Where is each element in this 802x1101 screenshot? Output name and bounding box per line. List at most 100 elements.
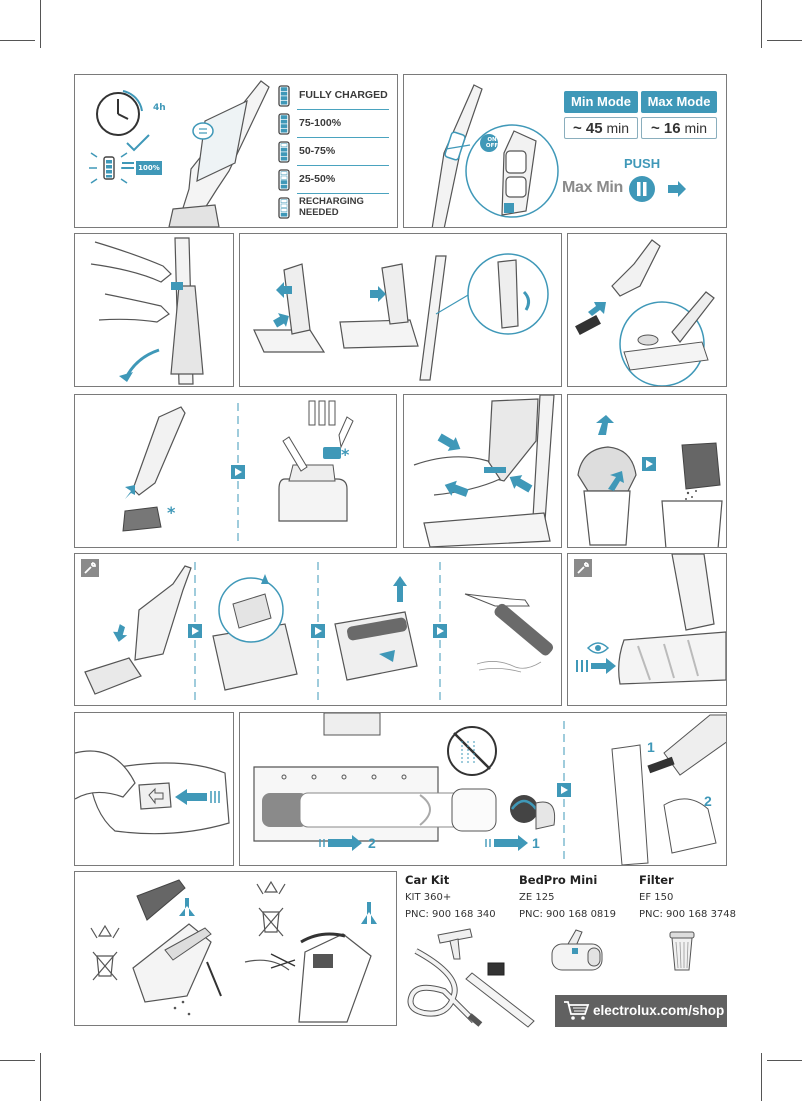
battery-segment (280, 147, 288, 152)
battery-segment (280, 180, 288, 185)
empty-bin-panel (567, 394, 727, 548)
max-mode-runtime: ~ 16 min (641, 117, 717, 139)
filter-illustration (669, 931, 695, 971)
battery-segment (280, 115, 288, 120)
max-mode-title: Max Mode (641, 91, 717, 113)
max-runtime-value: ~ 16 (650, 120, 681, 137)
push-label: PUSH (624, 156, 661, 171)
battery-level-icon (278, 197, 290, 219)
battery-legend-label: 25-50% (299, 173, 336, 185)
full-battery-indicator: 100% (136, 161, 162, 175)
docking-panel (239, 233, 562, 387)
battery-segment (280, 156, 288, 161)
nozzle-release-illustration (75, 750, 230, 835)
charge-time: 4h (153, 103, 166, 113)
zoom-circle (445, 124, 559, 218)
inspect-nozzle-panel (567, 553, 727, 706)
battery-segment (280, 199, 288, 204)
crop-mark (761, 0, 762, 48)
battery-segment (280, 119, 288, 124)
nozzle-release-panel (74, 712, 234, 866)
wrench-icon (81, 559, 99, 577)
battery-segment (280, 91, 288, 96)
step-1-label: 1 (647, 739, 655, 755)
handheld-clean-panel (567, 233, 727, 387)
legend-divider (297, 137, 389, 138)
battery-legend-label: 75-100% (299, 117, 342, 129)
accessory-title: Filter (639, 873, 674, 887)
shop-label: electrolux.com/shop (593, 1003, 725, 1018)
assembly-panel (74, 233, 234, 387)
legend-divider (297, 165, 389, 166)
car-kit-illustration (407, 928, 535, 1028)
battery-legend-row: FULLY CHARGED (271, 83, 389, 110)
dock-illustration (253, 253, 549, 381)
battery-segment (280, 96, 288, 101)
shopping-cart-icon (564, 1001, 590, 1020)
power-mode-panel: ON OFF Min Mode Max Mode ~ 45 min ~ 16 m… (403, 74, 727, 228)
min-mode-runtime: ~ 45 min (564, 117, 638, 139)
battery-segment (280, 208, 288, 213)
checkmark-icon (126, 134, 150, 152)
brushroll-wash-illustration (253, 713, 726, 865)
accessory-pnc: PNC: 900 168 3748 (639, 909, 737, 920)
battery-segment (280, 124, 288, 129)
mode-switch-label: Max Min (562, 179, 624, 196)
brushroll-steps-illustration (84, 562, 554, 702)
legend-divider (297, 109, 389, 110)
hands-attach-illustration (90, 237, 204, 385)
battery-legend-label-line: RECHARGING (299, 196, 364, 207)
min-runtime-value: ~ 45 (572, 120, 603, 137)
battery-level-icon (278, 169, 290, 191)
battery-segment (280, 171, 288, 176)
accessory-attach-panel: * * (74, 394, 397, 548)
bedpro-mini-illustration (551, 929, 603, 971)
accessory-model: EF 150 (639, 892, 674, 903)
vacuum-handle-illustration (431, 84, 483, 227)
asterisk-label: * (341, 445, 350, 464)
asterisk-label: * (167, 503, 176, 522)
battery-segment (280, 87, 288, 92)
wrench-icon (574, 559, 592, 577)
min-mode-title: Min Mode (564, 91, 638, 113)
brushroll-panel (74, 553, 562, 706)
battery-level-icon (278, 113, 290, 135)
handheld-vacuum-illustration (168, 80, 270, 227)
crop-mark (0, 1060, 35, 1061)
battery-segment (280, 203, 288, 208)
battery-segment (280, 100, 288, 105)
disposal-illustration (90, 879, 377, 1023)
battery-segment (280, 184, 288, 189)
disposal-panel (74, 871, 397, 1026)
step-2-label: 2 (704, 793, 712, 809)
accessory-title: BedPro Mini (519, 873, 598, 887)
battery-legend-row: 25-50% (271, 167, 389, 194)
accessory-pnc: PNC: 900 168 340 (405, 909, 496, 920)
battery-legend-label: 50-75% (299, 145, 336, 157)
accessory-attach-illustration (122, 400, 354, 543)
legend-divider (297, 193, 389, 194)
shop-link[interactable]: electrolux.com/shop (555, 995, 727, 1027)
battery-segment (280, 143, 288, 148)
crop-mark (40, 1053, 41, 1101)
step-1-label: 1 (532, 835, 540, 851)
crop-mark (767, 1060, 802, 1061)
battery-glow-icon (89, 152, 129, 184)
accessory-pnc: PNC: 900 168 0819 (519, 909, 617, 920)
crop-mark (40, 0, 41, 48)
battery-segment (280, 175, 288, 180)
battery-segment (280, 128, 288, 133)
accessory-model: KIT 360+ (405, 892, 452, 903)
dust-container-panel (403, 394, 562, 548)
empty-bin-illustration (577, 415, 723, 547)
battery-legend-label: FULLY CHARGED (299, 89, 388, 101)
equals-sign (122, 162, 134, 164)
battery-legend-row: 75-100% (271, 111, 389, 138)
min-runtime-unit: min (606, 120, 630, 136)
step-2-label: 2 (368, 835, 376, 851)
handheld-table-illustration (575, 239, 715, 386)
on-off-label: ON OFF (485, 137, 499, 149)
battery-level-icon (278, 85, 290, 107)
